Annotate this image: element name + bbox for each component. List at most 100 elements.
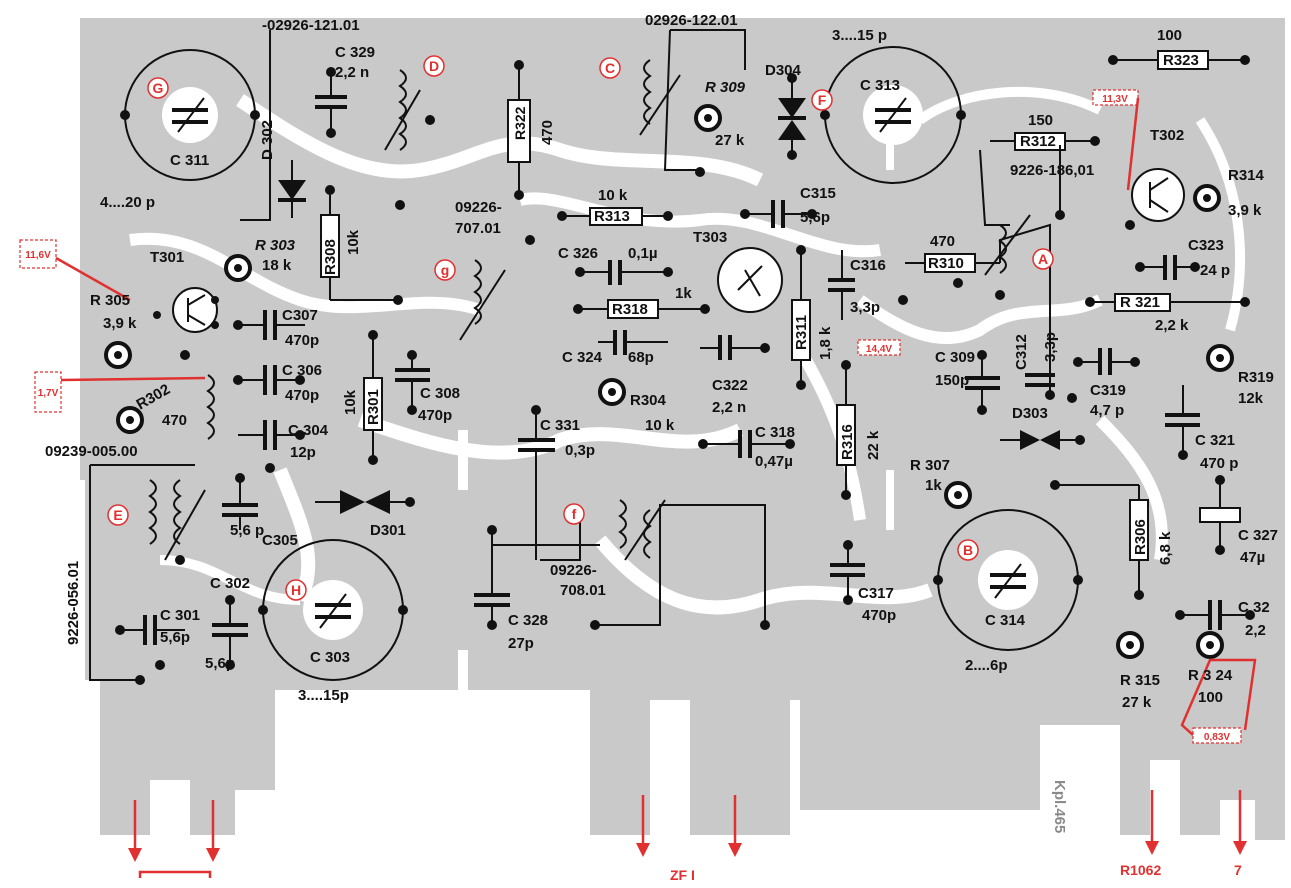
label-c306-val: 470p — [285, 387, 319, 404]
label-d303: D303 — [1012, 405, 1048, 422]
label-r314-val: 3,9 k — [1228, 202, 1262, 219]
label-c321: C 321 — [1195, 432, 1235, 449]
label-c309: C 309 — [935, 349, 975, 366]
label-c316: C316 — [850, 257, 886, 274]
marker-b: B — [963, 542, 973, 558]
label-d304: D304 — [765, 62, 802, 79]
label-c311-val: 4....20 p — [100, 194, 155, 211]
label-c314: C 314 — [985, 612, 1026, 629]
label-c329-val: 2,2 n — [335, 64, 369, 81]
label-r318: R318 — [612, 301, 648, 318]
label-c308: C 308 — [420, 385, 460, 402]
label-r323-val: 100 — [1157, 27, 1182, 44]
transistor-t302 — [1131, 168, 1185, 222]
label-r303-val: 18 k — [262, 257, 292, 274]
label-c301: C 301 — [160, 607, 200, 624]
voltage-tag: 14,4V — [866, 344, 892, 355]
label-c308-val: 470p — [418, 407, 452, 424]
label-r310: R310 — [928, 255, 964, 272]
part-number: 707.01 — [455, 220, 501, 237]
label-r309-val: 27 k — [715, 132, 745, 149]
voltage-tag: 11,3V — [1102, 94, 1128, 105]
label-c307: C307 — [282, 307, 318, 324]
label-r324-val: 100 — [1198, 689, 1223, 706]
label-r312-val: 150 — [1028, 112, 1053, 129]
slot — [458, 650, 468, 690]
label-c317-val: 470p — [862, 607, 896, 624]
label-c318-val: 0,47µ — [755, 453, 793, 470]
marker-g-lower: g — [441, 262, 450, 278]
label-c328-val: 27p — [508, 635, 534, 652]
label-r313-val: 10 k — [598, 187, 628, 204]
label-r308-val: 10k — [345, 229, 362, 255]
trimmer-c303 — [258, 539, 408, 681]
slot — [458, 430, 468, 490]
transistor-t303 — [717, 247, 783, 313]
label-r301: R301 — [365, 389, 382, 425]
label-r311-val: 1,8 k — [817, 326, 834, 360]
label-c311: C 311 — [170, 152, 209, 169]
label-c324-val: 68p — [628, 349, 654, 366]
label-c322-val: 2,2 n — [712, 399, 746, 416]
component-labels: -02926-121.01 02926-122.01 09226- 707.01… — [45, 12, 1278, 833]
label-c314-val: 2....6p — [965, 657, 1008, 674]
label-d301: D301 — [370, 522, 406, 539]
label-c327-val: 47µ — [1240, 549, 1265, 566]
label-c316-val: 3,3p — [850, 299, 880, 316]
label-t301: T301 — [150, 249, 184, 266]
label-c318: C 318 — [755, 424, 795, 441]
label-c312-val: 3,3p — [1042, 332, 1059, 362]
label-c309-val: 150p — [935, 372, 969, 389]
label-c319: C319 — [1090, 382, 1126, 399]
circle-markers: G D C F A E H B f g — [107, 55, 1054, 601]
label-c326: C 326 — [558, 245, 598, 262]
voltage-tag: 11,6V — [25, 250, 51, 261]
marker-a: A — [1038, 251, 1048, 267]
bottom-arrows: ZF I R1062 7 — [128, 790, 1247, 883]
connector-r1062: R1062 — [1120, 862, 1161, 878]
label-r324: R 3 24 — [1188, 667, 1233, 684]
label-r306-val: 6,8 k — [1157, 531, 1174, 565]
slot — [886, 470, 894, 530]
label-r301-val: 10k — [342, 389, 359, 415]
part-number: 9226-056.01 — [65, 561, 82, 645]
label-c331-val: 0,3p — [565, 442, 595, 459]
label-r309: R 309 — [705, 79, 746, 96]
label-c323: C323 — [1188, 237, 1224, 254]
label-r323: R323 — [1163, 52, 1199, 69]
label-r314: R314 — [1228, 167, 1265, 184]
part-number: 09226- — [550, 562, 597, 579]
label-r318-val: 1k — [675, 285, 692, 302]
pcb-board — [80, 18, 1285, 840]
label-c303: C 303 — [310, 649, 350, 666]
label-c315-val: 5,6p — [800, 209, 830, 226]
label-c303-val: 3....15p — [298, 687, 349, 704]
label-r304-val: 10 k — [645, 417, 675, 434]
label-r311: R311 — [793, 315, 810, 350]
label-c327: C 327 — [1238, 527, 1278, 544]
label-c304-val: 12p — [290, 444, 316, 461]
label-c322: C322 — [712, 377, 748, 394]
label-c328: C 328 — [508, 612, 548, 629]
marker-e: E — [113, 507, 122, 523]
copper-gaps — [129, 86, 1245, 615]
label-t303: T303 — [693, 229, 727, 246]
label-t302: T302 — [1150, 127, 1184, 144]
label-r308: R308 — [322, 239, 339, 275]
label-c305-val: 5,6 p — [230, 522, 264, 539]
slot — [886, 120, 894, 170]
label-r307: R 307 — [910, 457, 950, 474]
label-r304: R304 — [630, 392, 667, 409]
label-r305: R 305 — [90, 292, 130, 309]
marker-f: F — [818, 92, 827, 108]
label-c313-val: 3....15 p — [832, 27, 887, 44]
part-number: -02926-121.01 — [262, 17, 360, 34]
voltage-tags: 11,3V 11,6V 1,7V 14,4V 0,83V — [19, 89, 1257, 744]
ring-pads — [104, 104, 1234, 659]
part-number: 02926-122.01 — [645, 12, 738, 29]
label-c302: C 302 — [210, 575, 250, 592]
part-number: 9226-186,01 — [1010, 162, 1094, 179]
label-c306: C 306 — [282, 362, 322, 379]
marker-d: D — [429, 58, 439, 74]
